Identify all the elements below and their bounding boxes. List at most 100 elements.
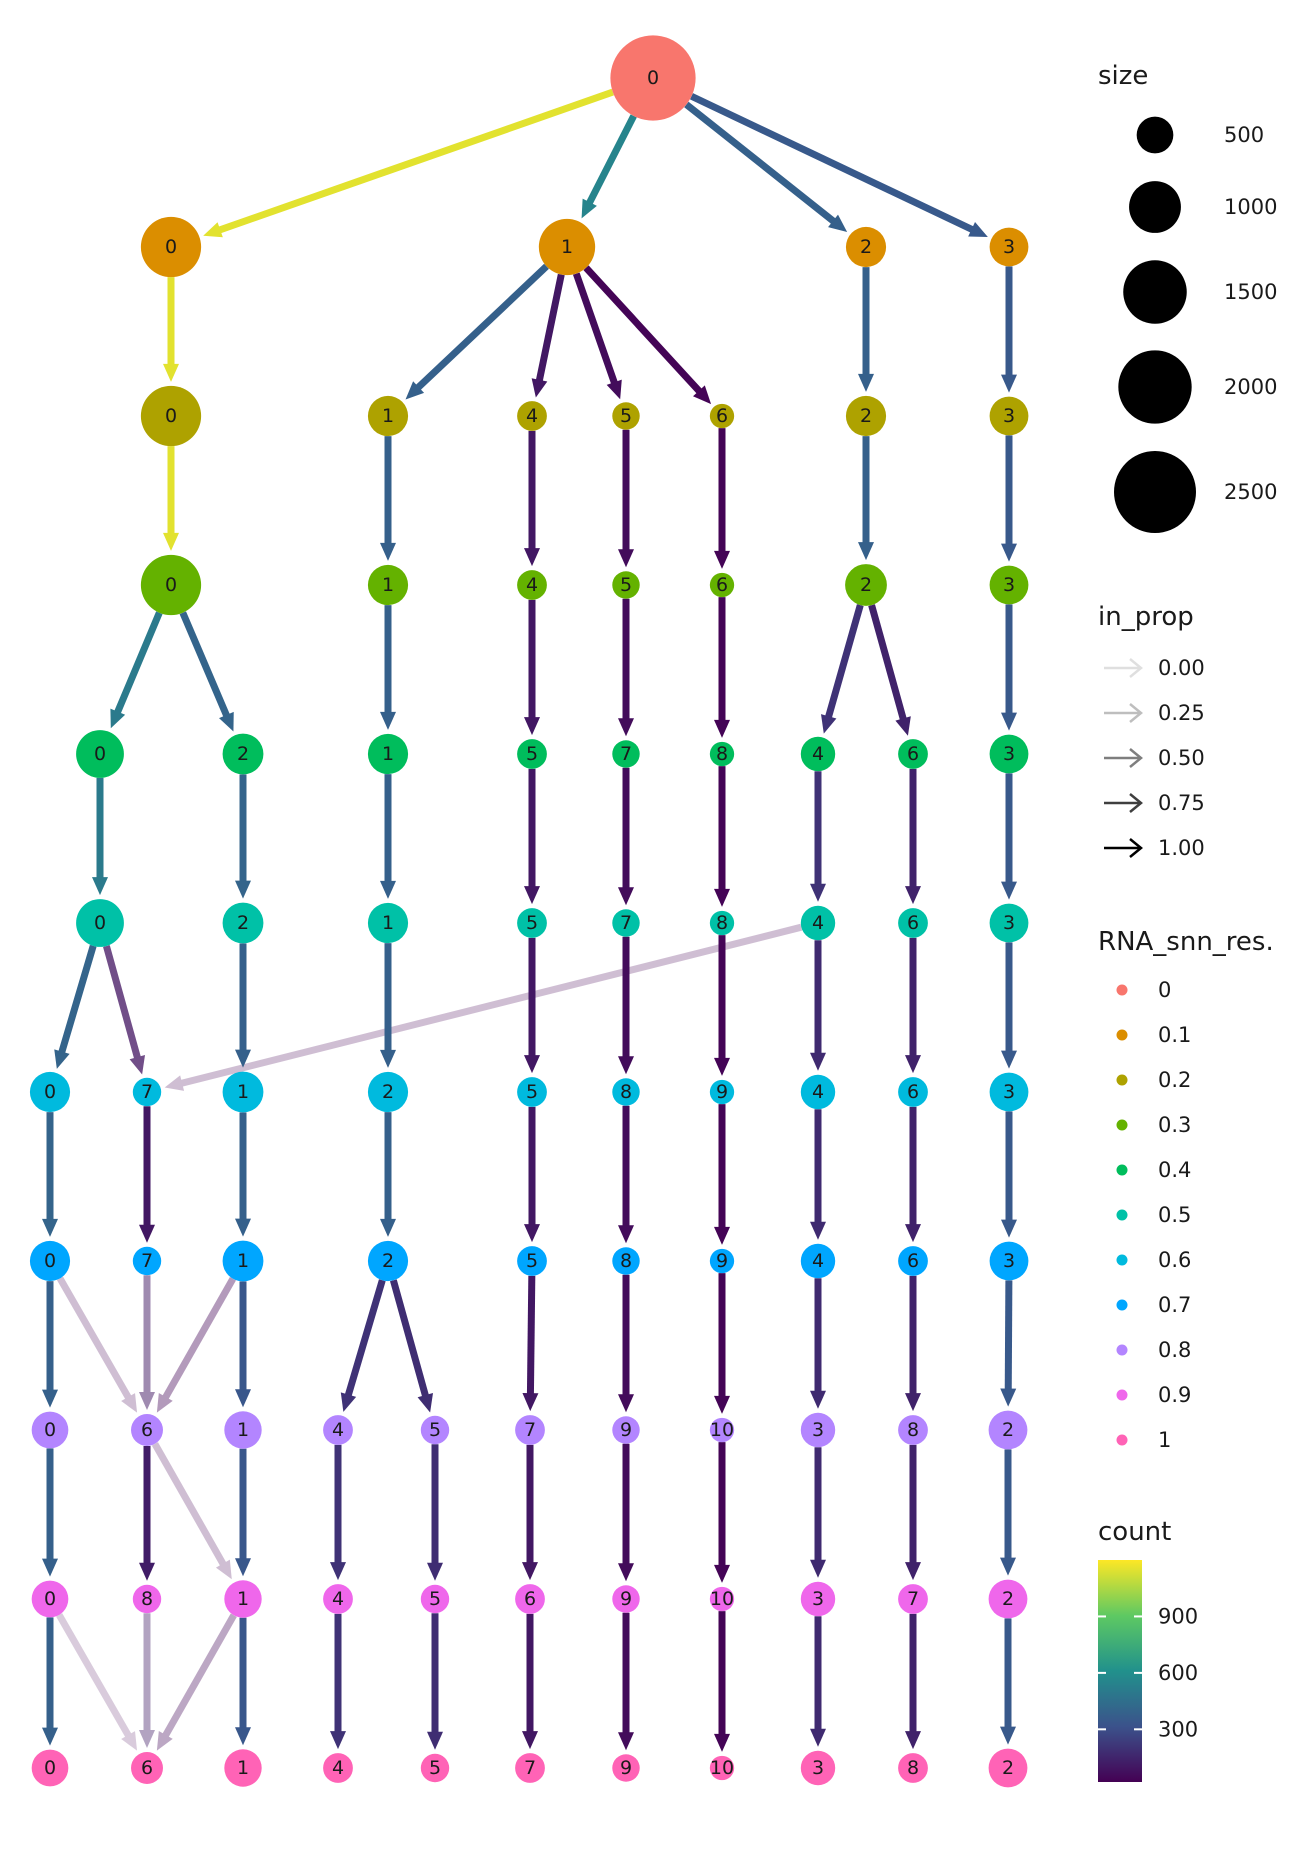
resolution-legend-label: 0.5 <box>1158 1203 1191 1227</box>
cluster-node-r4_2: 2 <box>222 733 264 775</box>
resolution-legend-swatch <box>1116 1389 1128 1401</box>
cluster-node-r1_3: 3 <box>989 227 1029 267</box>
edge-r8_10-r9_10 <box>714 1442 730 1583</box>
cluster-node-r8_0: 0 <box>31 1411 69 1449</box>
edge-r8_7-r9_6 <box>522 1444 538 1581</box>
edge-r0_0-r1_0 <box>203 88 614 238</box>
cluster-label: 10 <box>710 1588 734 1610</box>
in-prop-legend: in_prop 0.000.250.500.751.00 <box>1098 602 1205 860</box>
edge-r6_2-r7_2 <box>380 1112 396 1237</box>
edge-r3_0-r4_2 <box>179 611 234 732</box>
cluster-node-r6_1: 1 <box>222 1071 264 1113</box>
edge-r8_3-r9_3 <box>810 1447 826 1578</box>
count-legend-tick-label: 300 <box>1158 1717 1198 1741</box>
size-legend-item: 2000 <box>1118 350 1277 424</box>
cluster-node-r10_3: 3 <box>800 1750 836 1786</box>
cluster-label: 8 <box>907 1419 919 1441</box>
cluster-label: 1 <box>561 236 573 258</box>
cluster-node-r10_10: 10 <box>709 1755 735 1781</box>
cluster-node-r9_6: 6 <box>515 1584 545 1614</box>
edge-r9_0-r10_6 <box>56 1613 138 1751</box>
cluster-label: 8 <box>620 1250 632 1272</box>
cluster-label: 0 <box>165 574 177 596</box>
edge-r9_2-r10_2 <box>1000 1618 1016 1745</box>
resolution-legend-swatch <box>1116 1434 1128 1446</box>
cluster-node-r6_0: 0 <box>29 1071 71 1113</box>
edge-r4_5-r5_5 <box>524 768 540 905</box>
cluster-label: 3 <box>1003 743 1015 765</box>
in-prop-legend-label: 0.75 <box>1158 791 1205 815</box>
cluster-label: 1 <box>237 1081 249 1103</box>
cluster-node-r5_6: 6 <box>898 908 928 938</box>
cluster-label: 3 <box>1003 912 1015 934</box>
edge-r4_4-r5_4 <box>810 771 826 902</box>
cluster-label: 4 <box>526 405 538 427</box>
cluster-label: 2 <box>1002 1588 1014 1610</box>
cluster-label: 7 <box>907 1588 919 1610</box>
cluster-label: 2 <box>1002 1419 1014 1441</box>
cluster-node-r4_3: 3 <box>989 734 1029 774</box>
edge-r2_3-r3_3 <box>1001 435 1017 562</box>
cluster-node-r2_0: 0 <box>140 385 202 447</box>
cluster-node-r8_2: 2 <box>988 1410 1028 1450</box>
cluster-label: 3 <box>1003 1250 1015 1272</box>
cluster-node-r9_8: 8 <box>132 1584 162 1614</box>
cluster-node-r5_1: 1 <box>367 902 409 944</box>
edge-r7_7-r8_6 <box>139 1275 155 1411</box>
cluster-label: 3 <box>1003 405 1015 427</box>
edge-r9_6-r10_7 <box>522 1613 538 1750</box>
cluster-label: 7 <box>141 1081 153 1103</box>
cluster-node-r8_8: 8 <box>898 1415 928 1445</box>
in-prop-legend-item <box>1104 748 1143 768</box>
size-legend-label: 500 <box>1224 123 1264 147</box>
cluster-label: 0 <box>94 743 106 765</box>
cluster-node-r10_1: 1 <box>224 1749 262 1787</box>
edge-r5_4-r6_7 <box>164 923 803 1091</box>
count-legend-tick-label: 900 <box>1158 1604 1198 1628</box>
edge-r9_5-r10_5 <box>427 1613 443 1750</box>
cluster-node-r7_3: 3 <box>989 1241 1029 1281</box>
cluster-node-r3_1: 1 <box>367 564 409 606</box>
size-legend-item: 2500 <box>1114 451 1277 533</box>
resolution-legend-label: 0.4 <box>1158 1158 1191 1182</box>
cluster-node-r2_3: 3 <box>989 396 1029 436</box>
cluster-label: 2 <box>382 1081 394 1103</box>
cluster-label: 2 <box>860 236 872 258</box>
cluster-label: 4 <box>332 1757 344 1779</box>
cluster-node-r8_6: 6 <box>131 1414 163 1446</box>
cluster-label: 0 <box>44 1588 56 1610</box>
cluster-label: 2 <box>1002 1757 1014 1779</box>
cluster-node-r4_8: 8 <box>709 741 735 767</box>
edge-r7_0-r8_6 <box>56 1276 138 1413</box>
edge-r7_2-r8_4 <box>340 1279 386 1412</box>
edge-r9_8-r10_6 <box>139 1613 155 1749</box>
resolution-legend-title: RNA_snn_res. <box>1098 927 1274 957</box>
cluster-node-r10_0: 0 <box>31 1749 69 1787</box>
cluster-label: 6 <box>907 912 919 934</box>
cluster-label: 3 <box>812 1757 824 1779</box>
size-legend-item: 1500 <box>1123 260 1277 324</box>
cluster-node-r10_7: 7 <box>515 1753 545 1783</box>
cluster-label: 2 <box>237 743 249 765</box>
resolution-legend-label: 0.8 <box>1158 1338 1191 1362</box>
cluster-node-r0_0: 0 <box>610 35 696 121</box>
cluster-node-r5_4: 4 <box>800 905 836 941</box>
cluster-label: 3 <box>812 1588 824 1610</box>
cluster-node-r5_5: 5 <box>517 908 547 938</box>
cluster-node-r6_3: 3 <box>989 1072 1029 1112</box>
cluster-node-r7_7: 7 <box>132 1246 162 1276</box>
edge-r1_1-r2_5 <box>572 272 622 400</box>
cluster-node-r10_2: 2 <box>988 1748 1028 1788</box>
cluster-node-r6_7: 7 <box>132 1077 162 1107</box>
edge-r6_4-r7_4 <box>810 1109 826 1240</box>
resolution-legend-label: 0.6 <box>1158 1248 1191 1272</box>
cluster-node-r6_5: 5 <box>517 1077 547 1107</box>
cluster-node-r5_3: 3 <box>989 903 1029 943</box>
cluster-node-r2_1: 1 <box>367 395 409 437</box>
edge-r4_1-r5_1 <box>380 774 396 899</box>
cluster-label: 4 <box>332 1419 344 1441</box>
cluster-label: 8 <box>141 1588 153 1610</box>
cluster-node-r3_4: 4 <box>517 570 547 600</box>
cluster-label: 1 <box>237 1757 249 1779</box>
